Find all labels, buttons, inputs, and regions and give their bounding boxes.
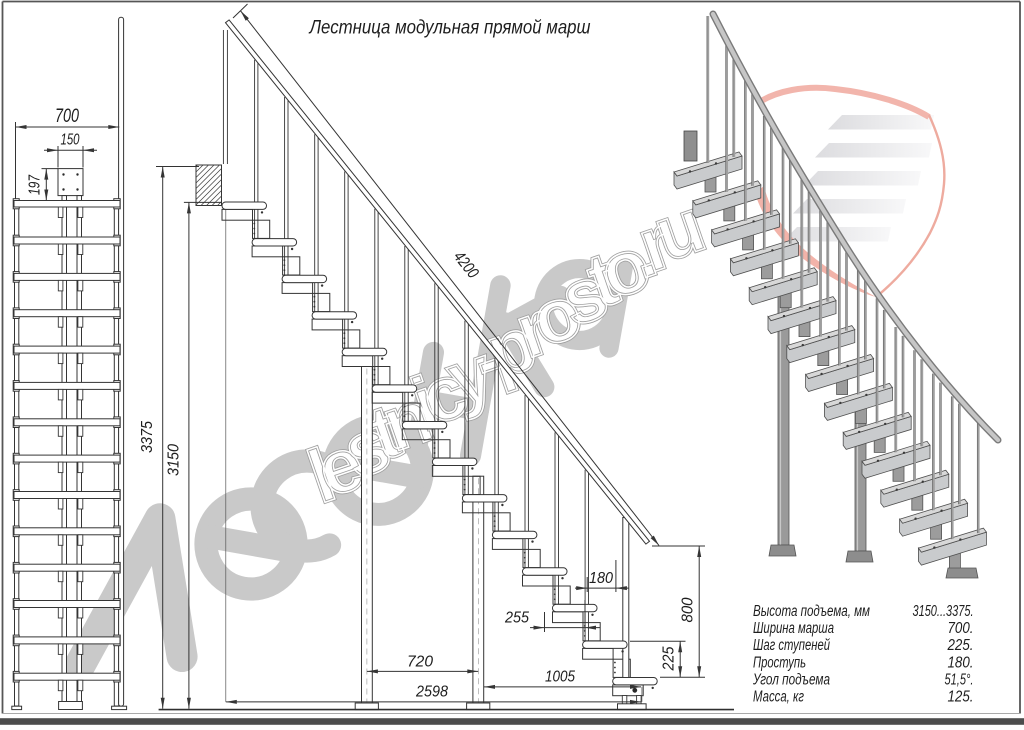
svg-text:Ширина марша: Ширина марша [753,620,834,637]
svg-text:3150: 3150 [166,444,183,476]
svg-text:225.: 225. [947,637,974,654]
svg-text:Масса, кг: Масса, кг [753,689,804,706]
svg-text:Лестница модульная прямой марш: Лестница модульная прямой марш [308,17,591,39]
svg-text:Высота подъема, мм: Высота подъема, мм [753,603,870,620]
svg-text:Угол подъема: Угол подъема [752,671,830,688]
svg-text:180.: 180. [948,654,974,671]
svg-text:Проступь: Проступь [753,654,806,671]
svg-text:700: 700 [55,106,79,127]
svg-text:1005: 1005 [545,669,575,686]
svg-text:800: 800 [680,597,697,622]
svg-text:150: 150 [61,132,80,149]
svg-text:125.: 125. [948,689,974,706]
svg-text:Шаг ступеней: Шаг ступеней [753,637,830,654]
svg-text:225: 225 [661,646,678,671]
svg-text:2598: 2598 [415,684,448,701]
svg-text:180: 180 [589,570,613,587]
svg-text:3375: 3375 [139,421,156,453]
svg-text:3150...3375.: 3150...3375. [913,603,974,620]
svg-text:51,5°.: 51,5°. [945,671,974,688]
svg-text:700.: 700. [948,620,974,637]
svg-text:197: 197 [27,174,44,195]
svg-text:720: 720 [407,653,433,670]
svg-text:255: 255 [504,610,529,627]
